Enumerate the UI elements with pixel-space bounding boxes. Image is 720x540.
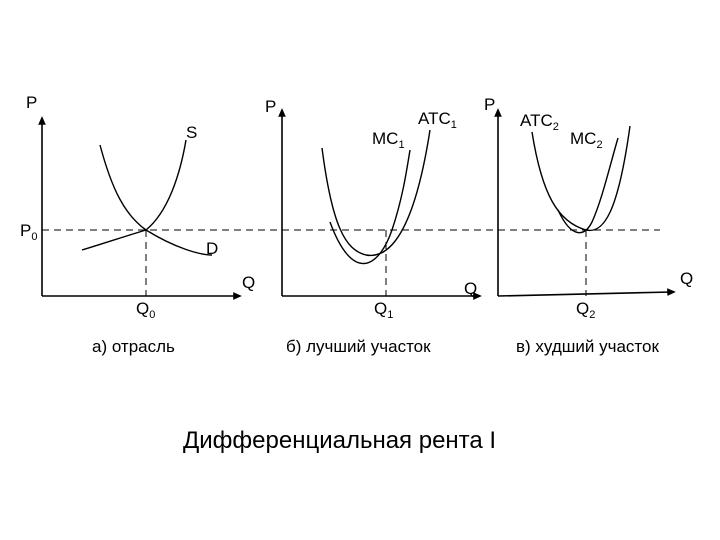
atc1-curve (321, 129, 431, 257)
price-p0-label: P0 (20, 221, 37, 243)
caption-industry: а) отрасль (92, 337, 175, 356)
mc2-curve (557, 137, 619, 234)
panel-best-plot (278, 108, 482, 300)
quantity-label-best: Q (464, 279, 477, 298)
panel-industry (38, 116, 242, 300)
quantity-label-industry: Q (242, 273, 255, 292)
mc1-curve (329, 149, 411, 265)
demand-curve (81, 139, 187, 251)
axis-x-worst (497, 288, 676, 297)
q2-label: Q2 (576, 299, 595, 321)
atc1-label: ATC1 (418, 109, 457, 131)
price-label-worst: P (484, 95, 495, 114)
mc2-label: MC2 (570, 129, 603, 151)
q1-label: Q1 (374, 299, 393, 321)
supply-label: S (186, 123, 197, 142)
caption-best-plot: б) лучший участок (286, 337, 431, 356)
caption-worst-plot: в) худший участок (516, 337, 659, 356)
panel-worst-plot (494, 108, 676, 297)
q0-label: Q0 (136, 299, 155, 321)
quantity-label-worst: Q (680, 269, 693, 288)
atc2-label: ATC2 (520, 111, 559, 133)
price-label-industry: P (26, 93, 37, 112)
diagram-title: Дифференциальная рента I (183, 427, 496, 454)
demand-label: D (206, 239, 218, 258)
mc1-label: MC1 (372, 129, 405, 151)
price-label-best: P (265, 97, 276, 116)
